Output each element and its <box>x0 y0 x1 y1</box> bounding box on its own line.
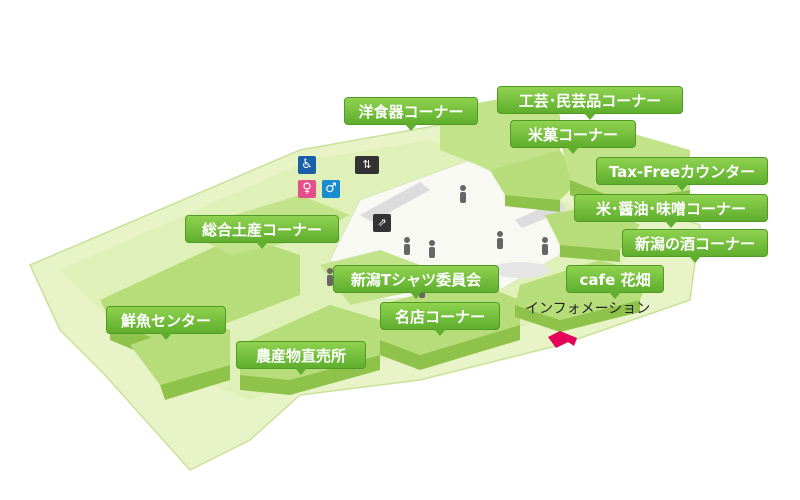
label-tax-free[interactable]: Tax-Freeカウンター <box>596 157 768 191</box>
block-fish <box>130 320 230 385</box>
label-rice-sweets[interactable]: 米菓コーナー <box>510 120 636 154</box>
restroom-male-icon: ♂ <box>322 180 340 198</box>
block-rice-sweets <box>490 150 580 200</box>
label-niigata-sake[interactable]: 新潟の酒コーナー <box>622 229 768 263</box>
label-information[interactable]: インフォメーション <box>525 301 651 317</box>
label-farm-market[interactable]: 農産物直売所 <box>236 341 366 375</box>
block-sake-side <box>560 245 620 262</box>
label-tshirt[interactable]: 新潟Tシャツ委員会 <box>333 265 499 299</box>
arrow-icon <box>548 331 577 348</box>
restroom-female-icon: ♀ <box>298 180 316 198</box>
label-western-tableware[interactable]: 洋食器コーナー <box>344 97 478 131</box>
escalator-left <box>360 182 430 222</box>
label-famous-shops[interactable]: 名店コーナー <box>380 302 500 336</box>
block-famous-side <box>380 325 520 370</box>
label-fish-center[interactable]: 鮮魚センター <box>106 306 226 340</box>
label-local-products[interactable]: 総合土産コーナー <box>185 215 339 249</box>
escalator-icon: ⇗ <box>373 214 391 232</box>
label-crafts[interactable]: 工芸･民芸品コーナー <box>497 86 683 120</box>
label-rice-soy[interactable]: 米･醤油･味噌コーナー <box>574 194 768 228</box>
label-cafe[interactable]: cafe 花畑 <box>566 265 664 299</box>
plaza-circle <box>490 262 550 278</box>
block-rice-sweets-side <box>505 195 560 212</box>
block-cafe-side <box>515 300 640 332</box>
block-fish-side <box>160 365 230 400</box>
elevator-icon: ⇅ <box>355 156 379 174</box>
wheelchair-icon: ♿ <box>298 156 316 174</box>
